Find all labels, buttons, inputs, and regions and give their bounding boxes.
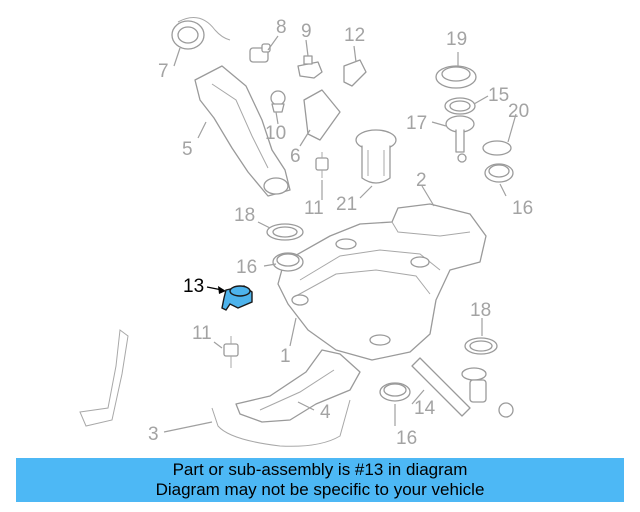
callout-20: 20 [508, 101, 529, 122]
callout-10: 10 [265, 123, 286, 144]
part-7-filler-cap [171, 17, 231, 50]
part-16-seal-bottom [379, 382, 411, 402]
leader-lines [163, 35, 517, 433]
part-12-bracket [343, 59, 367, 87]
banner-line-2: Diagram may not be specific to your vehi… [155, 480, 485, 499]
callout-16-bottom: 16 [396, 428, 417, 449]
part-16-seal-left [272, 252, 304, 272]
callout-18-left: 18 [234, 205, 255, 226]
part-13-highlighted [221, 285, 253, 311]
banner-line-1: Part or sub-assembly is #13 in diagram [172, 460, 468, 479]
callout-6: 6 [290, 146, 301, 167]
callout-13-arrow [206, 286, 226, 294]
callout-7: 7 [158, 61, 169, 82]
callout-4: 4 [320, 402, 331, 423]
part-21-fuel-pump [355, 129, 397, 184]
part-15-seal [444, 97, 476, 115]
part-19-lock-ring [435, 65, 477, 89]
callout-17: 17 [406, 113, 427, 134]
callout-11-lower: 11 [192, 323, 212, 344]
callout-numbers: 7 8 9 12 19 15 20 17 10 6 5 2 16 18 11 2… [148, 17, 533, 449]
callout-9: 9 [301, 21, 312, 42]
callout-14: 14 [414, 398, 436, 419]
part-20-gasket [482, 140, 512, 156]
part-10-hose-clip [270, 90, 286, 113]
parts-diagram: 7 8 9 12 19 15 20 17 10 6 5 2 16 18 11 2… [79, 17, 533, 449]
part-11-valve-upper [315, 152, 329, 178]
part-1-fuel-tank [277, 203, 487, 361]
callout-2: 2 [416, 170, 427, 191]
part-3-strap [79, 329, 351, 447]
callout-19: 19 [446, 29, 467, 50]
callout-3: 3 [148, 424, 159, 445]
part-8-clip [249, 43, 271, 63]
callout-16-left: 16 [236, 257, 257, 278]
part-18-gasket-right [464, 337, 498, 355]
callout-12: 12 [344, 25, 365, 46]
info-banner: Part or sub-assembly is #13 in diagram D… [16, 458, 624, 502]
callout-11-upper: 11 [304, 198, 324, 219]
part-14-sender-assembly [411, 357, 514, 418]
part-5-filler-neck [194, 65, 291, 197]
part-6-shield [303, 89, 341, 141]
part-9-valve [297, 55, 323, 79]
part-16-seal-upper [484, 163, 514, 183]
part-4-heat-shield [235, 349, 361, 423]
part-17-sender [445, 115, 475, 163]
callout-15: 15 [488, 85, 509, 106]
part-18-gasket-left [266, 223, 304, 241]
callout-16-upper: 16 [512, 198, 533, 219]
part-11-valve-lower [223, 336, 239, 368]
callout-21: 21 [336, 194, 357, 215]
callout-5: 5 [182, 139, 193, 160]
callout-13: 13 [183, 276, 204, 297]
callout-8: 8 [276, 17, 287, 38]
callout-18-right: 18 [470, 300, 491, 321]
callout-1: 1 [280, 346, 291, 367]
